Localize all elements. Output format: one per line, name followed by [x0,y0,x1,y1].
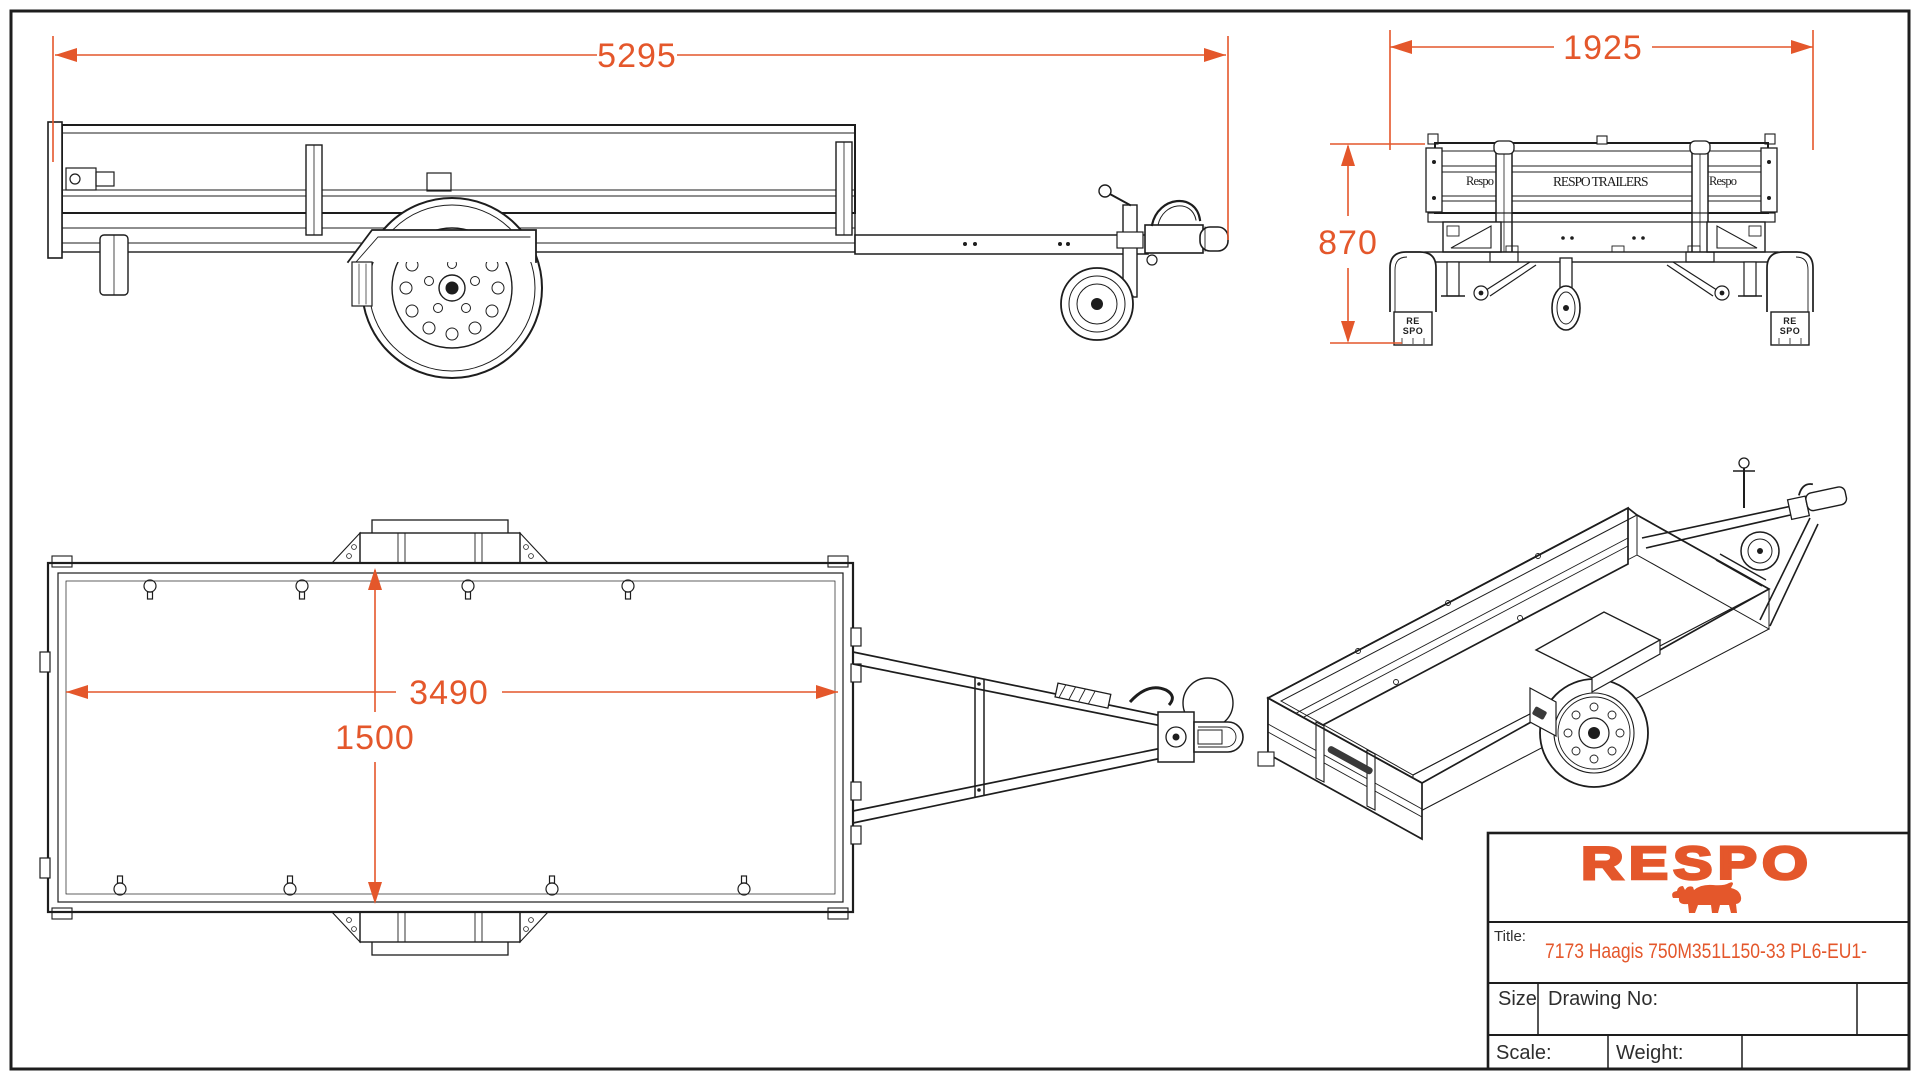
dim-side-height-value: 870 [1318,224,1378,262]
top-view [39,519,1244,956]
iso-view [1257,457,1848,841]
mudflap-left-text-1: RE [1406,316,1420,326]
size-label: Size [1498,988,1537,1010]
bull-icon [1672,882,1742,913]
side-view-mudflap [351,261,373,307]
respo-logo-text: RESPO [1581,837,1813,889]
top-view-tie-down-hooks [113,579,751,896]
top-view-fender-top [330,519,550,564]
rear-view-frame [1424,212,1779,301]
top-view-drawbar [852,651,1244,824]
scale-row: Scale: Weight: [1496,1042,1683,1064]
mudflap-right-text-2: SPO [1780,326,1801,336]
weight-label: Weight: [1616,1042,1683,1064]
side-view [47,121,1229,379]
rear-view-mudguard-left: RE SPO [1389,251,1437,346]
rear-view: Respo RESPO TRAILERS Respo [1389,133,1814,346]
respo-logo: RESPO [1580,836,1813,913]
dim-inner-length-value: 3490 [409,674,489,712]
dimension-overall-width: 1925 [1389,29,1814,150]
size-row: Size Drawing No: [1498,988,1658,1010]
iso-wheel [1529,611,1662,788]
dim-overall-width-value: 1925 [1563,29,1643,67]
side-view-chassis [61,212,1149,255]
title-value: 7173 Haagis 750M351L150-33 PL6-EU1- [1545,940,1867,963]
rear-view-mudguard-right: RE SPO [1766,251,1814,346]
handbrake-lever [1128,686,1174,706]
dimension-inner-width: 1500 [335,568,415,904]
title-label: Title: [1494,928,1526,945]
rear-board-text-left: Respo [1466,174,1494,188]
rear-board-text-right: Respo [1709,174,1737,188]
title-block: RESPO Title: 7173 Haagis 750M351L150-33 … [1486,831,1911,1071]
side-view-fender [346,229,537,307]
page-border [9,9,1911,1071]
side-view-jockey-wheel [1060,184,1144,341]
iso-brand-smudge [1327,746,1373,775]
dimension-side-height: 870 [1318,143,1425,344]
dim-overall-length-value: 5295 [597,37,677,75]
top-view-fender-bottom [330,911,550,956]
top-view-bed [39,555,862,920]
rear-view-board: Respo RESPO TRAILERS Respo [1425,133,1778,214]
dimension-overall-length: 5295 [52,36,1229,240]
title-row: Title: 7173 Haagis 750M351L150-33 PL6-EU… [1494,928,1867,963]
iso-drawbar [1641,457,1848,627]
overrun-damper [1054,682,1112,709]
mudflap-left-text-2: SPO [1403,326,1424,336]
dim-inner-width-value: 1500 [335,719,415,757]
dimension-inner-length: 3490 [66,674,838,712]
mudflap-right-text-1: RE [1783,316,1797,326]
iso-coupling [1786,483,1848,521]
side-view-wheel [361,197,543,379]
side-view-coupling [1144,200,1229,266]
scale-label: Scale: [1496,1042,1552,1064]
rear-board-text-center: RESPO TRAILERS [1553,174,1649,189]
drawing-no-label: Drawing No: [1548,988,1658,1010]
rear-view-jockey-wheel [1551,257,1581,331]
